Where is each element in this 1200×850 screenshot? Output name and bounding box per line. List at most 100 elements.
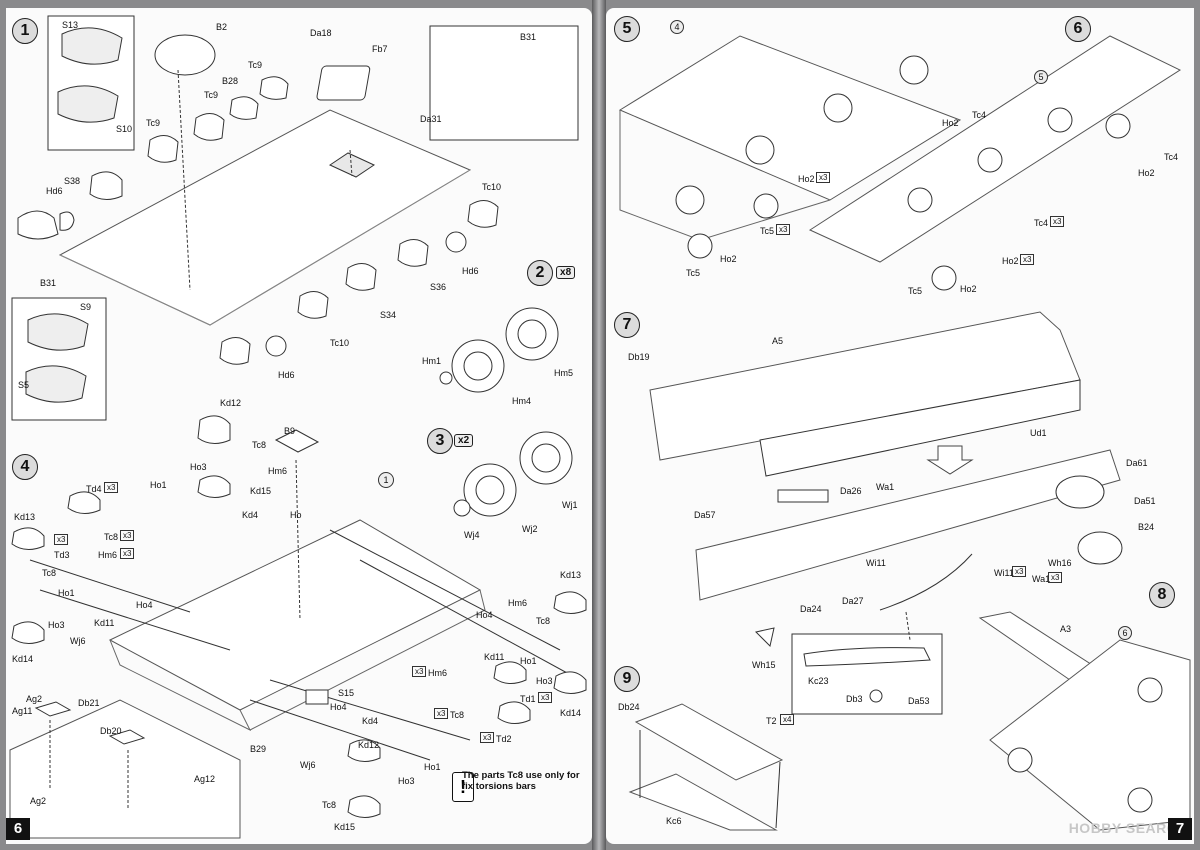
part-label: B29 (250, 744, 267, 754)
watermark-logo: HOBBY SEARCH (1068, 820, 1188, 836)
part-label: Kd14 (560, 708, 582, 718)
part-label: Ho2 (942, 118, 959, 128)
part-label: Kd4 (362, 716, 379, 726)
quantity-badge: x3 (1050, 216, 1065, 227)
part-label: Wj1 (562, 500, 578, 510)
part-label: Wj6 (300, 760, 316, 770)
part-label: Ho2 (1002, 256, 1019, 266)
quantity-badge: x3 (1020, 254, 1035, 265)
part-label: Kd12 (358, 740, 380, 750)
part-label: Hm6 (428, 668, 448, 678)
quantity-badge: x3 (412, 666, 427, 677)
part-label: Wh16 (1048, 558, 1072, 568)
part-label: Wh15 (752, 660, 776, 670)
part-label: Tc9 (146, 118, 161, 128)
part-label: S13 (62, 20, 79, 30)
part-label: Ag12 (194, 774, 216, 784)
step-number-1: 1 (12, 18, 38, 44)
step-number-8: 8 (1149, 582, 1175, 608)
quantity-badge: x3 (120, 530, 135, 541)
part-label: Da57 (694, 510, 716, 520)
part-label: T2 (766, 716, 777, 726)
step-number-2: 2 (527, 260, 553, 286)
part-label: A3 (1060, 624, 1072, 634)
step-number-7: 7 (614, 312, 640, 338)
part-label: Tc9 (248, 60, 263, 70)
quantity-badge: x3 (1012, 566, 1027, 577)
part-label: Kd12 (220, 398, 242, 408)
part-label: Tc5 (908, 286, 923, 296)
step-2-multiplier: x8 (554, 262, 576, 280)
part-label: Kd13 (560, 570, 582, 580)
part-label: Hm4 (512, 396, 532, 406)
part-label: Tc5 (760, 226, 775, 236)
part-label: B24 (1138, 522, 1155, 532)
part-label: Hd6 (462, 266, 479, 276)
part-label: Db3 (846, 694, 863, 704)
part-label: Wj6 (70, 636, 86, 646)
part-label: Ho (290, 510, 302, 520)
quantity-badge: x3 (104, 482, 119, 493)
part-label: Fb7 (372, 44, 388, 54)
quantity-badge: x3 (120, 548, 135, 559)
part-label: Db24 (618, 702, 640, 712)
part-label: Tc8 (252, 440, 267, 450)
part-label: Tc8 (536, 616, 551, 626)
warning-icon: ! (452, 772, 474, 802)
part-label: Ho1 (150, 480, 167, 490)
part-label: Da53 (908, 696, 930, 706)
part-label: B9 (284, 426, 296, 436)
quantity-badge: x3 (54, 534, 69, 545)
part-label: Kd11 (94, 618, 115, 628)
part-label: Wj2 (522, 524, 538, 534)
part-label: B31 (520, 32, 537, 42)
part-label: Tc8 (104, 532, 119, 542)
detail-box-b31 (429, 25, 579, 141)
step-number-9: 9 (614, 666, 640, 692)
part-label: Hm6 (98, 550, 118, 560)
page-number-left: 6 (6, 818, 30, 840)
multiplier-badge: x8 (556, 266, 576, 279)
part-label: Kd4 (242, 510, 259, 520)
part-label: Tc5 (686, 268, 701, 278)
part-label: Tc10 (482, 182, 502, 192)
part-label: Ho1 (424, 762, 441, 772)
part-label: S34 (380, 310, 397, 320)
quantity-badge: x3 (538, 692, 553, 703)
part-label: Td2 (496, 734, 512, 744)
part-label: Ag2 (26, 694, 43, 704)
part-label: Kd13 (14, 512, 36, 522)
part-label: S5 (18, 380, 30, 390)
part-label: Da24 (800, 604, 822, 614)
part-label: Kd14 (12, 654, 34, 664)
multiplier-badge: x2 (454, 434, 474, 447)
part-label: Ho2 (960, 284, 977, 294)
step-3-multiplier: x2 (452, 430, 474, 448)
part-label: Ho3 (536, 676, 553, 686)
part-label: Tc9 (204, 90, 219, 100)
part-label: S15 (338, 688, 355, 698)
part-label: Wa1 (1032, 574, 1051, 584)
part-label: Ho3 (48, 620, 65, 630)
step-number-5: 5 (614, 16, 640, 42)
part-label: Db20 (100, 726, 122, 736)
part-label: Kc6 (666, 816, 682, 826)
part-label: Tc4 (972, 110, 987, 120)
part-label: Hm6 (508, 598, 528, 608)
part-label: Ho1 (58, 588, 75, 598)
part-label: Ho4 (476, 610, 493, 620)
part-label: Tc10 (330, 338, 350, 348)
quantity-badge: x3 (816, 172, 831, 183)
part-label: Tc4 (1034, 218, 1049, 228)
part-label: Da18 (310, 28, 332, 38)
quantity-badge: x3 (776, 224, 791, 235)
part-label: Td3 (54, 550, 70, 560)
part-label: S38 (64, 176, 81, 186)
part-label: S10 (116, 124, 133, 134)
part-label: Ho3 (398, 776, 415, 786)
part-label: Hd6 (278, 370, 295, 380)
part-label: S36 (430, 282, 447, 292)
part-label: Ho2 (798, 174, 815, 184)
part-label: Da61 (1126, 458, 1148, 468)
